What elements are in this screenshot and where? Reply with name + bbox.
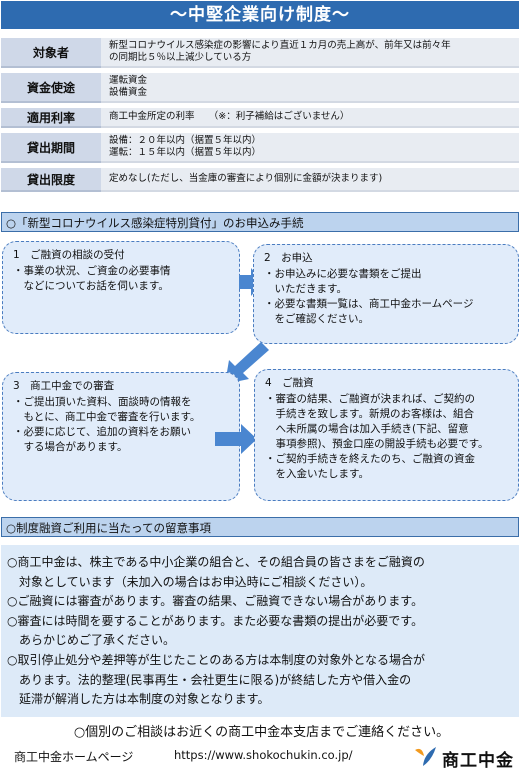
step-title: 3 商工中金での審査 xyxy=(13,380,115,392)
step-application: 2 お申込 ・お申込みに必要な書類をご提出 いただきます。 ・必要な書類一覧は、… xyxy=(253,244,519,344)
note-item: ○ご融資には審査があります。審査の結果、ご融資できない場合があります。 xyxy=(7,594,424,609)
step-body: ・審査の結果、ご融資が決まれば、ご契約の 手続きを致します。新規のお客様は、組合… xyxy=(265,393,489,480)
row-value: 商工中金所定の利率 （※：利子補給はございません） xyxy=(101,108,519,128)
row-label: 貸出期間 xyxy=(1,133,101,163)
step-body: ・お申込みに必要な書類をご提出 いただきます。 ・必要な書類一覧は、商工中金ホー… xyxy=(264,268,474,325)
requirements-table: 対象者 新型コロナウイルス感染症の影響により直近１カ月の売上高が、前年又は前々年… xyxy=(1,33,519,197)
step-body: ・ご提出頂いた資料、面談時の情報を もとに、商工中金で審査を行います。 ・必要に… xyxy=(13,396,201,453)
arrow-right-icon xyxy=(215,424,257,454)
notes-section-title: ○制度融資ご利用に当たっての留意事項 xyxy=(1,517,519,537)
table-row: 貸出期間 設備：２０年以内（据置５年以内） 運転：１５年以内（据置５年以内） xyxy=(1,133,519,163)
page-banner: ～中堅企業向け制度～ xyxy=(1,1,519,29)
step-review: 3 商工中金での審査 ・ご提出頂いた資料、面談時の情報を もとに、商工中金で審査… xyxy=(2,372,240,501)
table-row: 適用利率 商工中金所定の利率 （※：利子補給はございません） xyxy=(1,108,519,128)
step-body: ・事業の状況、ご資金の必要事情 などについてお話を伺います。 xyxy=(13,265,171,292)
homepage-label: 商工中金ホームページ xyxy=(14,750,134,764)
row-value: 新型コロナウイルス感染症の影響により直近１カ月の売上高が、前年又は前々年 の同期… xyxy=(101,38,519,68)
table-row: 資金使途 運転資金 設備資金 xyxy=(1,73,519,103)
step-loan: 4 ご融資 ・審査の結果、ご融資が決まれば、ご契約の 手続きを致します。新規のお… xyxy=(254,369,519,501)
footer: 商工中金ホームページ https://www.shokochukin.co.jp… xyxy=(0,743,523,771)
row-value: 設備：２０年以内（据置５年以内） 運転：１５年以内（据置５年以内） xyxy=(101,133,519,163)
table-row: 貸出限度 定めなし(ただし、当金庫の審査により個別に金額が決まります) xyxy=(1,168,519,192)
row-label: 対象者 xyxy=(1,38,101,68)
notes-box: ○商工中金は、株主である中小企業の組合と、その組合員の皆さまをご融資の 対象とし… xyxy=(1,545,519,717)
row-value: 運転資金 設備資金 xyxy=(101,73,519,103)
table-row: 対象者 新型コロナウイルス感染症の影響により直近１カ月の売上高が、前年又は前々年… xyxy=(1,38,519,68)
step-title: 1 ご融資の相談の受付 xyxy=(13,249,125,261)
arrow-down-left-icon xyxy=(225,342,269,384)
procedure-section-title: ○「新型コロナウイルス感染症特別貸付」のお申込み手続 xyxy=(1,212,519,232)
shokochukin-logo-icon xyxy=(415,747,436,766)
step-consultation: 1 ご融資の相談の受付 ・事業の状況、ご資金の必要事情 などについてお話を伺いま… xyxy=(2,241,240,334)
note-item: ○審査には時間を要することがあります。また必要な書類の提出が必要です。 あらかじ… xyxy=(7,613,424,648)
row-label: 資金使途 xyxy=(1,73,101,103)
note-item: ○商工中金は、株主である中小企業の組合と、その組合員の皆さまをご融資の 対象とし… xyxy=(7,555,425,589)
step-title: 2 お申込 xyxy=(264,252,313,264)
homepage-link[interactable]: https://www.shokochukin.co.jp/ xyxy=(174,748,353,762)
row-label: 貸出限度 xyxy=(1,168,101,192)
brand-name: 商工中金 xyxy=(442,751,514,771)
row-label: 適用利率 xyxy=(1,108,101,128)
step-title: 4 ご融資 xyxy=(265,377,314,389)
row-value: 定めなし(ただし、当金庫の審査により個別に金額が決まります) xyxy=(101,168,519,192)
contact-message: ○個別のご相談はお近くの商工中金本支店までご連絡ください。 xyxy=(73,725,450,740)
note-item: ○取引停止処分や差押等が生じたことのある方は本制度の対象外となる場合が あります… xyxy=(7,652,425,707)
